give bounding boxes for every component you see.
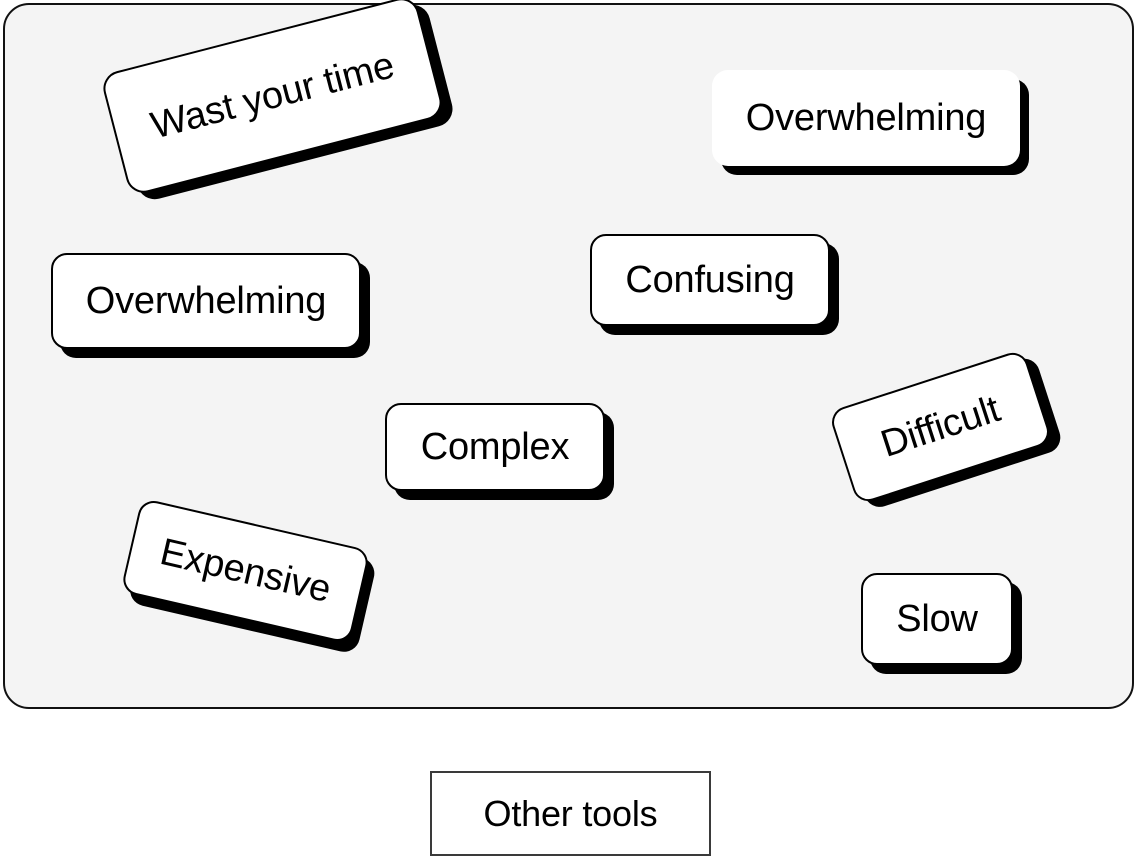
card-slow[interactable]: Slow [861, 573, 1013, 665]
card-label: Complex [420, 426, 570, 468]
card-overwhelming-top-right[interactable]: Overwhelming [712, 70, 1020, 166]
card-confusing[interactable]: Confusing [590, 234, 830, 326]
card-label: Difficult [875, 388, 1006, 466]
other-tools-legend[interactable]: Other tools [430, 771, 711, 856]
card-label: Expensive [156, 531, 335, 611]
card-label: Overwhelming [745, 97, 987, 139]
other-tools-label: Other tools [483, 792, 658, 834]
card-label: Slow [896, 598, 978, 640]
card-label: Wast your time [146, 43, 399, 148]
card-label: Confusing [625, 259, 795, 301]
card-overwhelming-left[interactable]: Overwhelming [51, 253, 361, 349]
card-label: Overwhelming [85, 280, 327, 322]
card-complex[interactable]: Complex [385, 403, 605, 491]
